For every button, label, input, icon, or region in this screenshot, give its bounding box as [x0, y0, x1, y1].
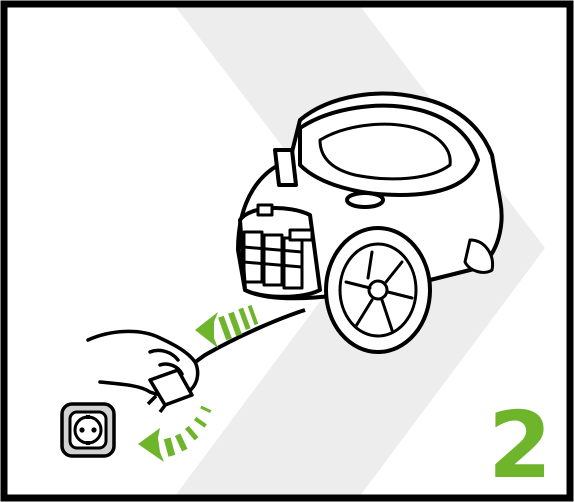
step-number: 2 — [488, 400, 552, 492]
power-socket-icon — [62, 404, 114, 456]
curved-arrow-icon — [138, 406, 211, 462]
